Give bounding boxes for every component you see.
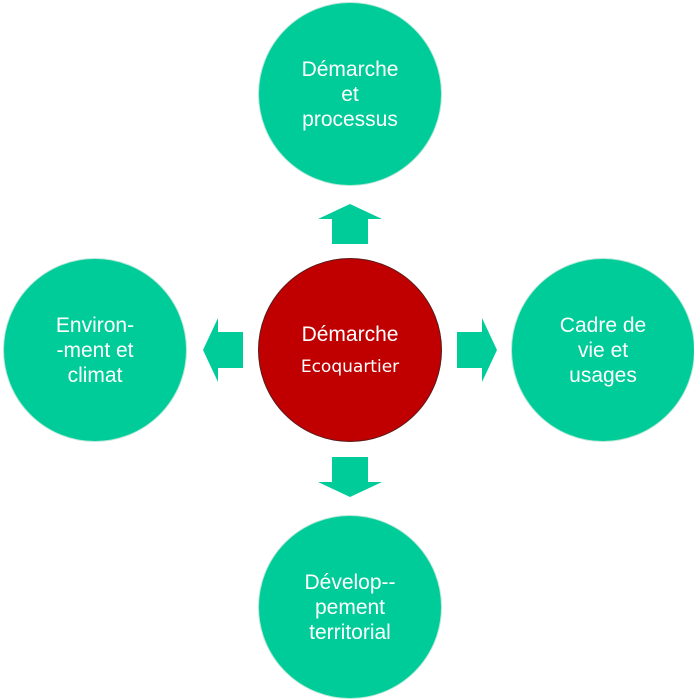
center-label-line2: Ecoquartier	[300, 357, 400, 377]
node-label-line: Dévelop--	[304, 570, 396, 594]
arrow-right-icon	[457, 318, 497, 382]
arrow-left-icon	[203, 318, 243, 382]
center-node-demarche-ecoquartier: Démarche Ecoquartier	[258, 258, 442, 442]
node-demarche-et-processus: Démarche et processus	[258, 2, 442, 186]
node-label-line: processus	[302, 107, 398, 131]
node-environnement-et-climat: Environ- -ment et climat	[3, 258, 187, 442]
node-label-line: et	[341, 82, 359, 106]
node-label-line: climat	[67, 363, 123, 387]
arrow-up-icon	[318, 204, 382, 244]
node-label-line: Cadre de	[559, 313, 647, 337]
node-developpement-territorial: Dévelop-- pement territorial	[258, 515, 442, 699]
node-label-line: usages	[569, 363, 637, 387]
arrow-down-icon	[318, 457, 382, 497]
center-label-line1: Démarche	[301, 323, 399, 346]
node-label-line: vie et	[577, 338, 629, 362]
node-label-line: Environ-	[55, 313, 135, 337]
node-cadre-de-vie-et-usages: Cadre de vie et usages	[511, 258, 694, 442]
node-label-line: pement	[314, 595, 386, 619]
node-label-line: Démarche	[301, 57, 399, 81]
node-label-line: territorial	[309, 620, 391, 644]
node-label-line: -ment et	[56, 338, 134, 362]
